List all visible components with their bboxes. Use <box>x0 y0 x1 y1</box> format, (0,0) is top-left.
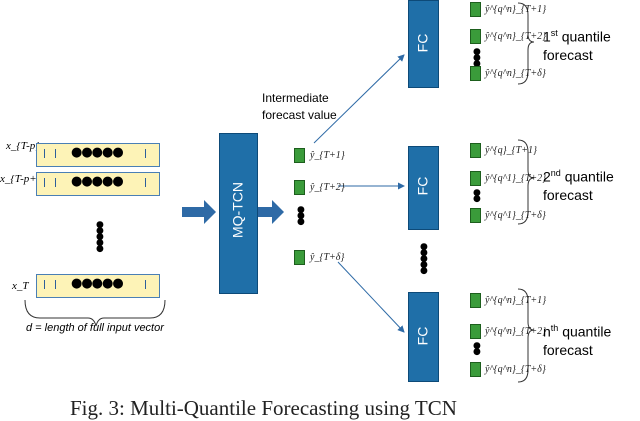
input-label-2: x_{T-p+1} <box>0 173 47 185</box>
arrow-to-fc-1 <box>313 54 405 144</box>
input-vector-1-dots: ●●●●● <box>71 145 124 160</box>
head2-cell-1 <box>470 143 481 158</box>
head1-quantile-label: 1st quantile forecast <box>543 24 611 64</box>
head1-cell-3 <box>470 66 481 81</box>
intermediate-title-line1: Intermediate <box>262 91 329 105</box>
input-vector-brace <box>24 299 166 327</box>
head3-output-2: ŷ^{q^n}_{T+2} <box>485 326 547 337</box>
intermediate-value-3: ŷ_{T+δ} <box>310 252 345 263</box>
head1-output-1: ŷ^{q^n}_{T+1} <box>485 4 547 15</box>
head2-cell-2 <box>470 171 481 186</box>
quantile-brace-3 <box>517 288 535 383</box>
input-to-encoder-arrow <box>182 200 216 224</box>
head1-output-2: ŷ^{q^n}_{T+2} <box>485 31 547 42</box>
head2-quantile-line2: forecast <box>543 186 593 203</box>
fc-block-3 <box>408 292 439 382</box>
intermediate-cell-3 <box>294 250 305 265</box>
arrow-to-fc-3 <box>337 261 405 333</box>
input-vector-1: ●●●●● <box>36 143 160 167</box>
mq-tcn-label: MQ-TCN <box>229 182 246 238</box>
head2-output-2: ŷ^{q^1}_{T+2} <box>485 173 547 184</box>
intermediate-value-2: ŷ_{T+2} <box>310 182 345 193</box>
head2-cell-3 <box>470 208 481 223</box>
head1-output-3: ŷ^{q^n}_{T+δ} <box>485 68 546 79</box>
intermediate-value-1: ŷ_{T+1} <box>310 150 345 161</box>
input-vertical-dots: ● ● ● ● ● <box>96 220 104 254</box>
head2-output-1: ŷ^{q}_{T+1} <box>485 145 537 156</box>
head1-quantile-line1: 1st quantile <box>543 28 611 45</box>
head3-quantile-line2: forecast <box>543 341 593 358</box>
input-label-3: x_T <box>12 280 29 292</box>
head1-quantile-line2: forecast <box>543 46 593 63</box>
intermediate-cell-1 <box>294 148 305 163</box>
head3-cell-2 <box>470 324 481 339</box>
input-vector-2: ●●●●● <box>36 172 160 196</box>
fc-block-1 <box>408 0 439 88</box>
head3-cell-1 <box>470 293 481 308</box>
fc-block-2 <box>408 146 439 230</box>
mq-tcn-block <box>219 133 258 294</box>
intermediate-title-line2: forecast value <box>262 108 337 122</box>
head2-vertical-dots: ● ● <box>473 188 481 204</box>
intermediate-title: Intermediate forecast value <box>262 90 337 124</box>
figure-caption: Fig. 3: Multi-Quantile Forecasting using… <box>70 396 457 420</box>
encoder-to-intermediate-arrow <box>258 200 284 224</box>
head2-quantile-line1: 2nd quantile <box>543 168 614 185</box>
head1-cell-1 <box>470 2 481 17</box>
input-vector-caption: d = length of full input vector <box>26 322 164 334</box>
head3-quantile-label: nth quantile forecast <box>543 319 611 359</box>
input-vector-3-dots: ●●●●● <box>71 276 124 291</box>
intermediate-cell-2 <box>294 180 305 195</box>
head1-cell-2 <box>470 29 481 44</box>
quantile-brace-1 <box>517 2 535 85</box>
head1-vertical-dots: ● ● ● <box>473 47 481 69</box>
head3-cell-3 <box>470 362 481 377</box>
head3-quantile-line1: nth quantile <box>543 323 612 340</box>
head3-output-1: ŷ^{q^n}_{T+1} <box>485 295 547 306</box>
intermediate-vertical-dots: ● ● ● <box>297 205 305 227</box>
input-vector-3: ●●●●● <box>36 274 160 298</box>
input-vector-2-dots: ●●●●● <box>71 174 124 189</box>
fc-label-1: FC <box>414 33 431 53</box>
head2-output-3: ŷ^{q^1}_{T+δ} <box>485 210 546 221</box>
head3-vertical-dots: ● ● <box>473 341 481 357</box>
fc-label-2: FC <box>414 176 431 196</box>
head2-quantile-label: 2nd quantile forecast <box>543 164 614 204</box>
fc-label-3: FC <box>414 326 431 346</box>
input-label-1: x_{T-p} <box>6 140 40 152</box>
heads-vertical-dots: ● ● ● ● ● <box>420 242 428 276</box>
head3-output-3: ŷ^{q^n}_{T+δ} <box>485 364 546 375</box>
quantile-brace-2 <box>517 139 535 225</box>
